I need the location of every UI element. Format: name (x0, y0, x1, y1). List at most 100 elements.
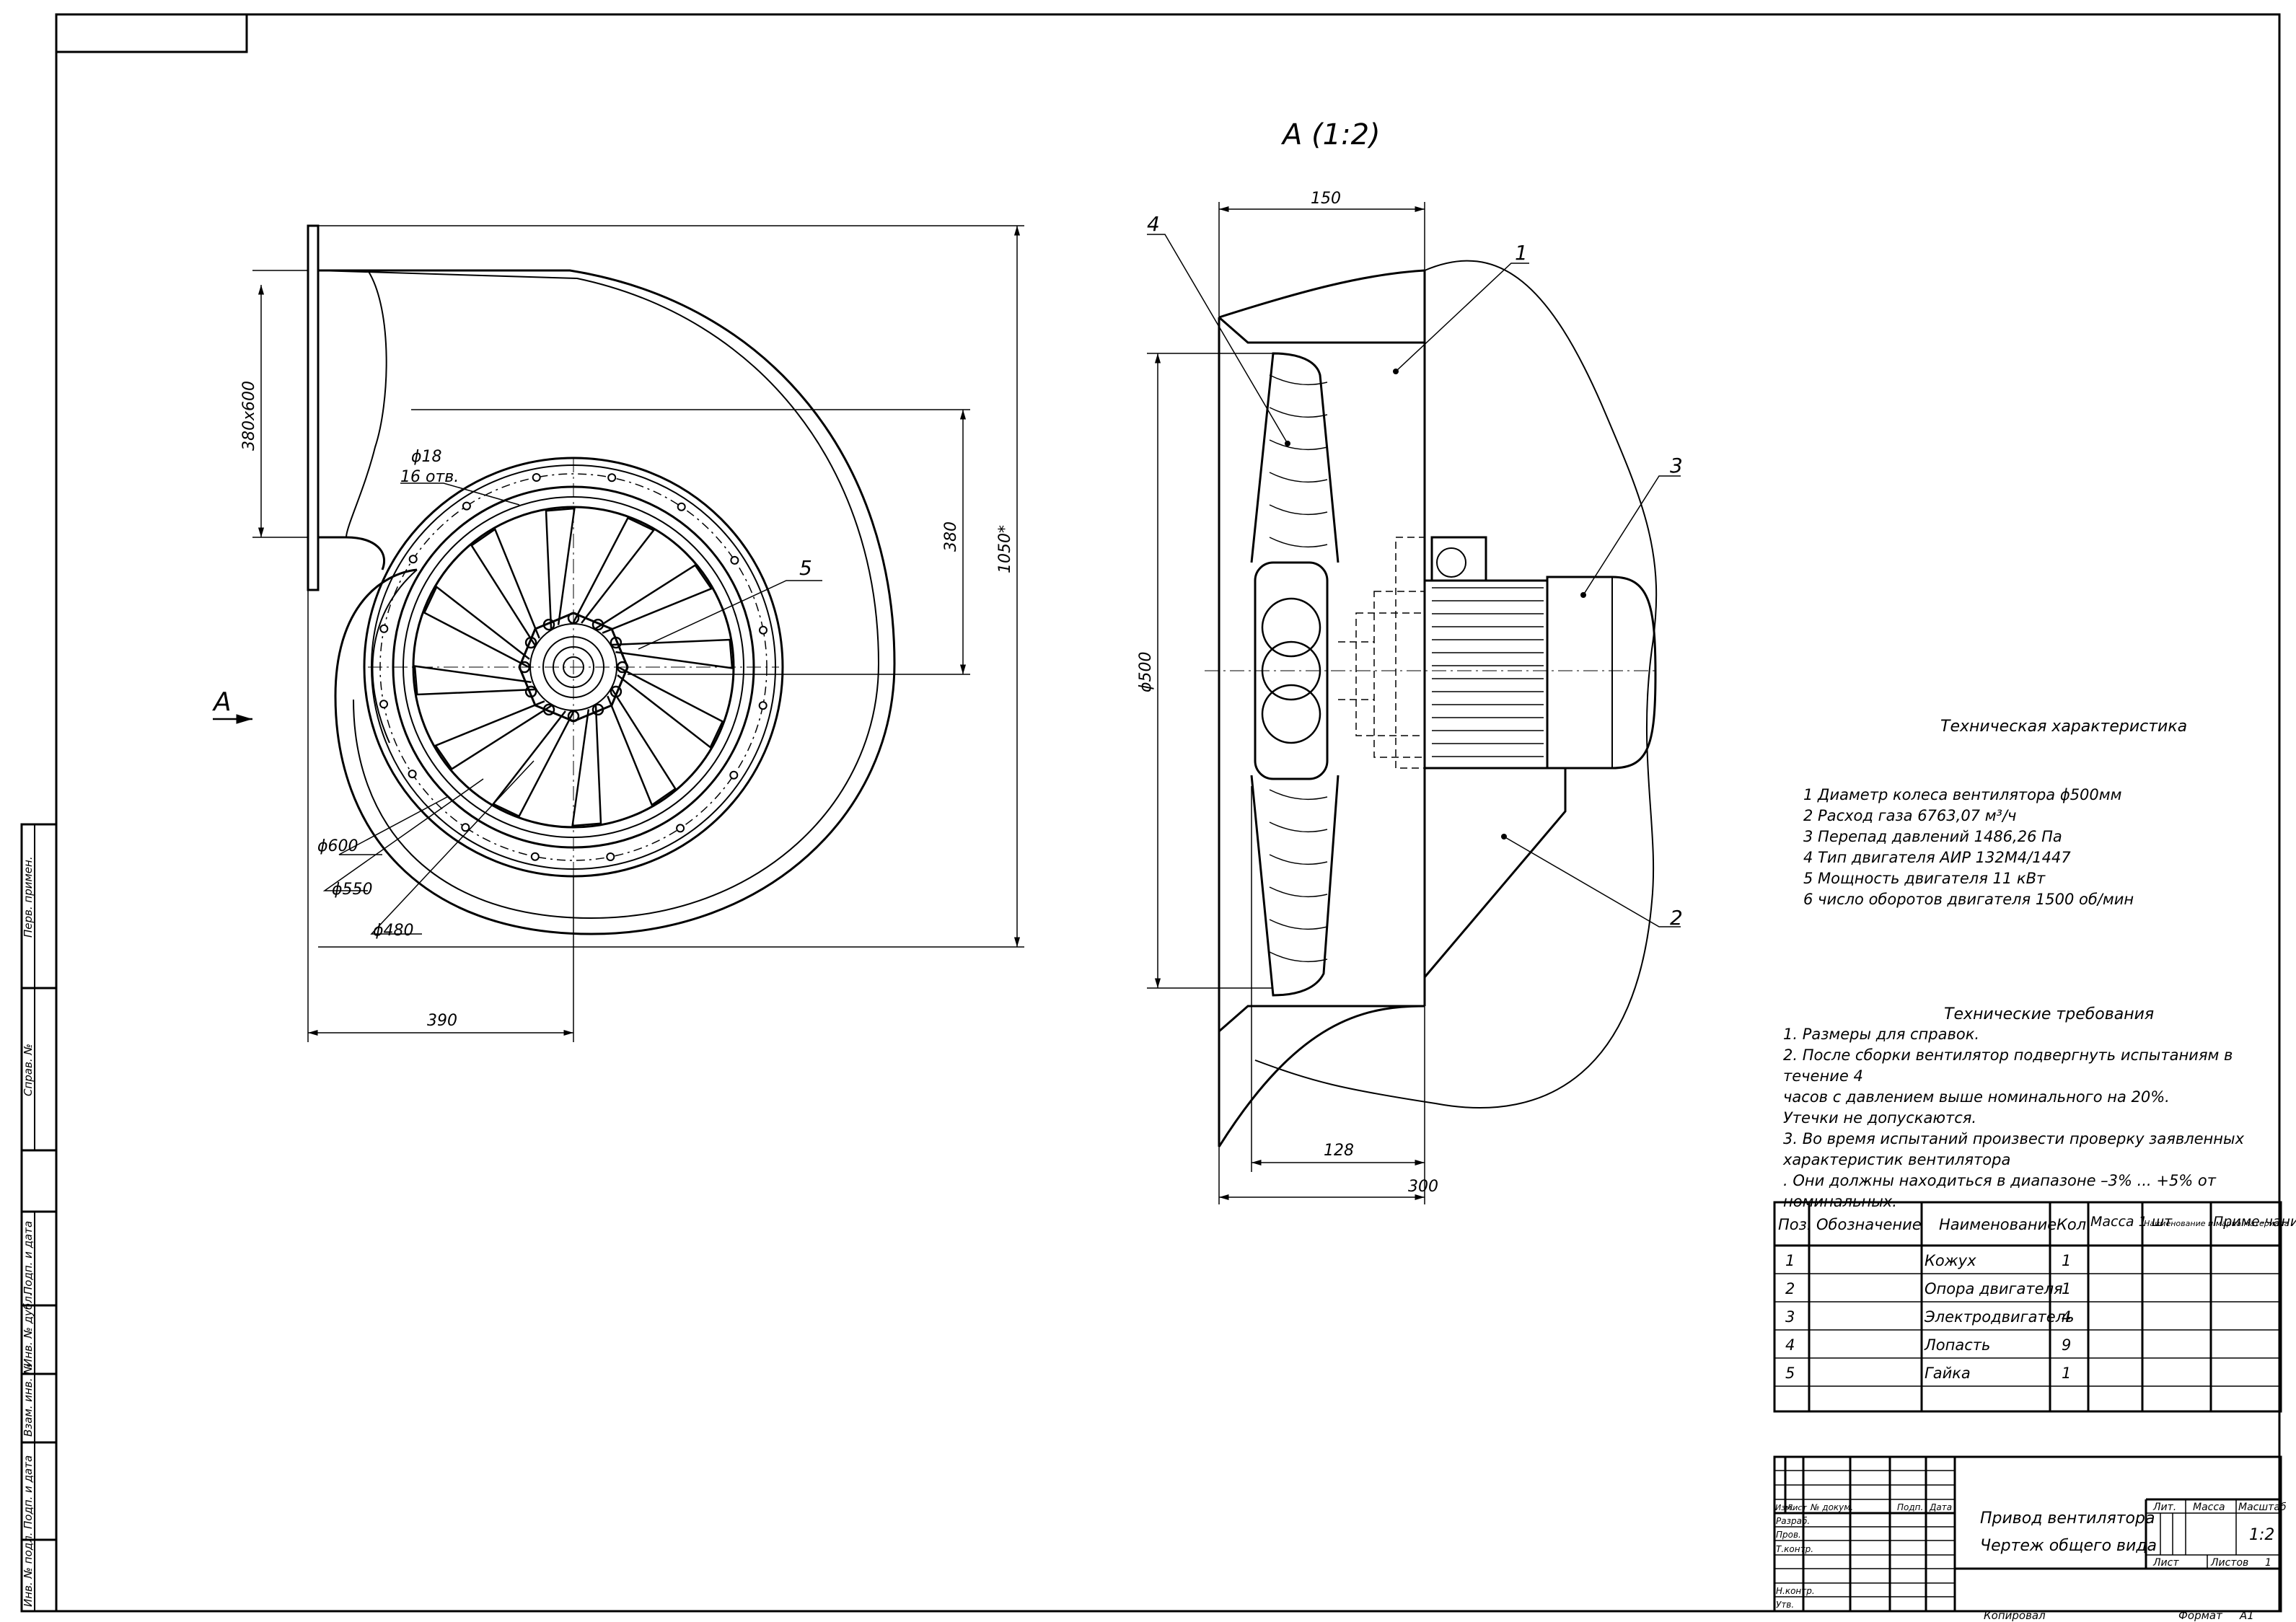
tb-col-list: Лист (1786, 1503, 1807, 1512)
stamp-vzam-inv: Взам. инв. № (22, 1363, 35, 1437)
dim-d480: ϕ480 (373, 922, 414, 940)
side-stamp-labels: Перв. примен. Справ. № Подп. и дата Инв.… (22, 856, 35, 1607)
impeller-blade (607, 689, 677, 807)
doc-name-line1: Привод вентилятора (1980, 1509, 2155, 1528)
impeller-blades (413, 507, 734, 827)
tech-char-line: 4 Тип двигателя АИР 132М4/1447 (1803, 849, 2071, 866)
spec-cell: Электродвигатель (1924, 1308, 2075, 1326)
spec-cell: Опора двигателя (1925, 1280, 2063, 1297)
tb-row-tkontr: Т.контр. (1776, 1544, 1813, 1554)
blade-hatch-line (1269, 951, 1328, 963)
tech-req-line: . Они должны находиться в диапазоне –3% … (1783, 1172, 2217, 1210)
section-view (1205, 260, 1659, 1147)
tb-col-izm: Изм. (1775, 1503, 1794, 1512)
tb-massa: Масса (2193, 1502, 2225, 1513)
tech-req-list: 1. Размеры для справок. 2. После сборки … (1783, 1024, 2274, 1212)
spec-cell: 3 (1785, 1308, 1795, 1326)
dim-128: 128 (1324, 1142, 1354, 1160)
tech-req-line: Утечки не допускаются. (1783, 1109, 1977, 1127)
spec-cell: 4 (1785, 1336, 1795, 1354)
bolt-hole (729, 770, 739, 780)
tech-req-line: часов с давлением выше номинального на 2… (1783, 1088, 2170, 1106)
tb-col-data: Дата (1929, 1502, 1952, 1512)
tb-col-podp: Подп. (1897, 1502, 1923, 1512)
dim-1050: 1050* (996, 525, 1014, 573)
tech-req-line: характеристик вентилятора (1783, 1151, 2011, 1168)
stamp-perv-primen: Перв. примен. (22, 856, 35, 938)
tech-char-line: 2 Расход газа 6763,07 м³/ч (1803, 807, 2017, 824)
callout-5: 5 (799, 556, 812, 580)
tech-req-line: 2. После сборки вентилятор подвергнуть и… (1783, 1046, 2233, 1085)
tech-char-line: 6 число оборотов двигателя 1500 об/мин (1803, 891, 2134, 908)
bolt-hole (676, 824, 685, 833)
hub-tooth (524, 685, 537, 698)
spec-cell: Кожух (1925, 1252, 1976, 1269)
hub-tooth (567, 710, 580, 723)
drawing-frame (20, 13, 2281, 1613)
impeller-blade (572, 516, 656, 624)
spec-header-poz: Поз. (1778, 1216, 1811, 1233)
callout-4: 4 (1147, 212, 1160, 236)
spec-table-grid (1773, 1201, 2282, 1413)
blade-hatch-line (1269, 919, 1328, 930)
bolt-hole (532, 473, 541, 482)
stamp-podp-data-1: Подп. и дата (22, 1221, 35, 1295)
tech-req-line: 1. Размеры для справок. (1783, 1026, 1980, 1043)
view-label: А (1:2) (1280, 118, 1381, 151)
tech-req-title: Технические требования (1944, 1005, 2155, 1023)
dim-300: 300 (1408, 1178, 1438, 1196)
spec-cell: 5 (1785, 1365, 1795, 1382)
impeller-blade (617, 666, 724, 749)
bolt-hole (607, 473, 617, 482)
tech-char-line: 3 Перепад давлений 1486,26 Па (1803, 828, 2062, 845)
hub-tooth (524, 636, 537, 649)
spec-header-primechanie: Приме-чание (2213, 1214, 2296, 1230)
blade-hatch-line (1269, 854, 1328, 865)
spec-cell: Гайка (1925, 1365, 1971, 1382)
spec-header-material: Наименование и марка материала (2144, 1219, 2290, 1228)
tb-col-nom-dokum: № докум. (1810, 1502, 1853, 1512)
bolt-holes (379, 473, 767, 861)
hub-tooth (610, 636, 623, 649)
section-labels: А (1:2) 150 ϕ500 128 300 4 1 3 2 (1137, 118, 1683, 1196)
bolt-hole (462, 501, 471, 511)
tb-lit: Лит. (2152, 1502, 2176, 1513)
dim-d18: ϕ18 (411, 448, 442, 466)
spec-header-oboznachenie: Обозначение (1816, 1216, 1922, 1233)
doc-name-line2: Чертеж общего вида (1980, 1537, 2157, 1555)
blade-hatch-line (1269, 504, 1328, 516)
hub-tooth (518, 661, 531, 674)
bolt-hole (379, 700, 388, 709)
bolt-hole (730, 555, 739, 565)
spec-cell: 2 (1785, 1280, 1795, 1297)
dim-390: 390 (427, 1012, 457, 1030)
title-block-text: Привод вентилятора Чертеж общего вида Из… (1775, 1502, 2287, 1622)
impeller-blade (491, 710, 575, 818)
bolt-hole (759, 625, 767, 635)
blade-hatch-line (1269, 821, 1328, 833)
tb-row-razrab: Разраб. (1776, 1516, 1810, 1526)
spec-cell: 1 (2062, 1365, 2071, 1382)
impeller-blade (423, 585, 530, 669)
blade-hatch-line (1269, 407, 1328, 418)
impeller-blade (434, 700, 552, 770)
spec-header-naimenovanie: Наименование (1939, 1216, 2057, 1233)
spec-header-massa: Масса 1 шт (2090, 1214, 2173, 1230)
blade-hatch-line (1269, 537, 1328, 548)
impeller-blade (595, 564, 713, 634)
tech-char-line: 5 Мощность двигателя 11 кВт (1803, 870, 2046, 887)
blade-hatch-line (1269, 472, 1328, 483)
title-block-grid (1773, 1455, 2282, 1613)
bolt-hole (461, 823, 470, 832)
hub-tooth (610, 685, 623, 698)
tech-char-line: 1 Диаметр колеса вентилятора ϕ500мм (1803, 786, 2122, 803)
dim-d500: ϕ500 (1137, 651, 1155, 692)
blade-hatch-line (1269, 886, 1328, 898)
section-dimensions (1147, 202, 1681, 1204)
dim-150: 150 (1311, 190, 1341, 208)
callout-2: 2 (1670, 906, 1683, 930)
impeller-blade (545, 507, 576, 629)
tb-scale-value: 1:2 (2249, 1526, 2274, 1544)
tb-list: Лист (2152, 1557, 2179, 1569)
